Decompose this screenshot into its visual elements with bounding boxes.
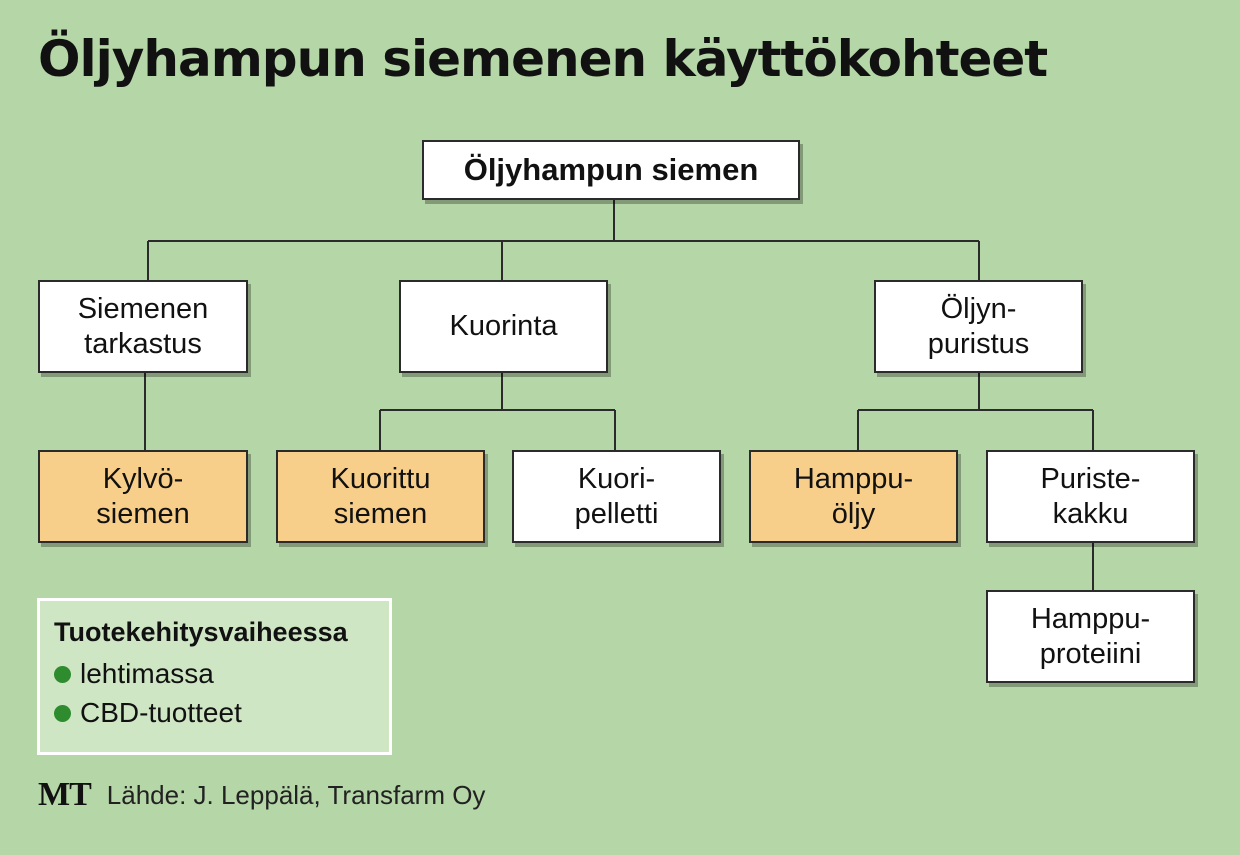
node-hull-pellet: Kuori- pelletti [512, 450, 721, 543]
source-credit: Lähde: J. Leppälä, Transfarm Oy [106, 779, 486, 810]
legend-item-label: CBD-tuotteet [80, 697, 242, 728]
node-hemp-protein: Hamppu- proteiini [986, 590, 1195, 683]
legend-item-label: lehtimassa [80, 658, 214, 689]
footer: MT Lähde: J. Leppälä, Transfarm Oy [38, 776, 485, 814]
node-hulled-seed: Kuorittu siemen [276, 450, 485, 543]
node-oil-pressing: Öljyn- puristus [874, 280, 1083, 373]
legend-title: Tuotekehitysvaiheessa [54, 617, 348, 647]
bullet-dot-icon [54, 665, 71, 683]
bullet-dot-icon [54, 704, 71, 722]
node-hemp-oil: Hamppu- öljy [749, 450, 958, 543]
diagram-title: Öljyhampun siemenen käyttökohteet [38, 30, 1048, 88]
legend-box: Tuotekehitysvaiheessa lehtimassa CBD-tuo… [37, 598, 392, 755]
node-sowing-seed: Kylvö- siemen [38, 450, 248, 543]
node-press-cake: Puriste- kakku [986, 450, 1195, 543]
node-seed-check: Siemenen tarkastus [38, 280, 248, 373]
legend-item: CBD-tuotteet [54, 697, 375, 729]
node-dehulling: Kuorinta [399, 280, 608, 373]
legend-item: lehtimassa [54, 658, 375, 690]
mt-logo: MT [38, 776, 92, 813]
node-oil-hemp-seed: Öljyhampun siemen [422, 140, 800, 200]
